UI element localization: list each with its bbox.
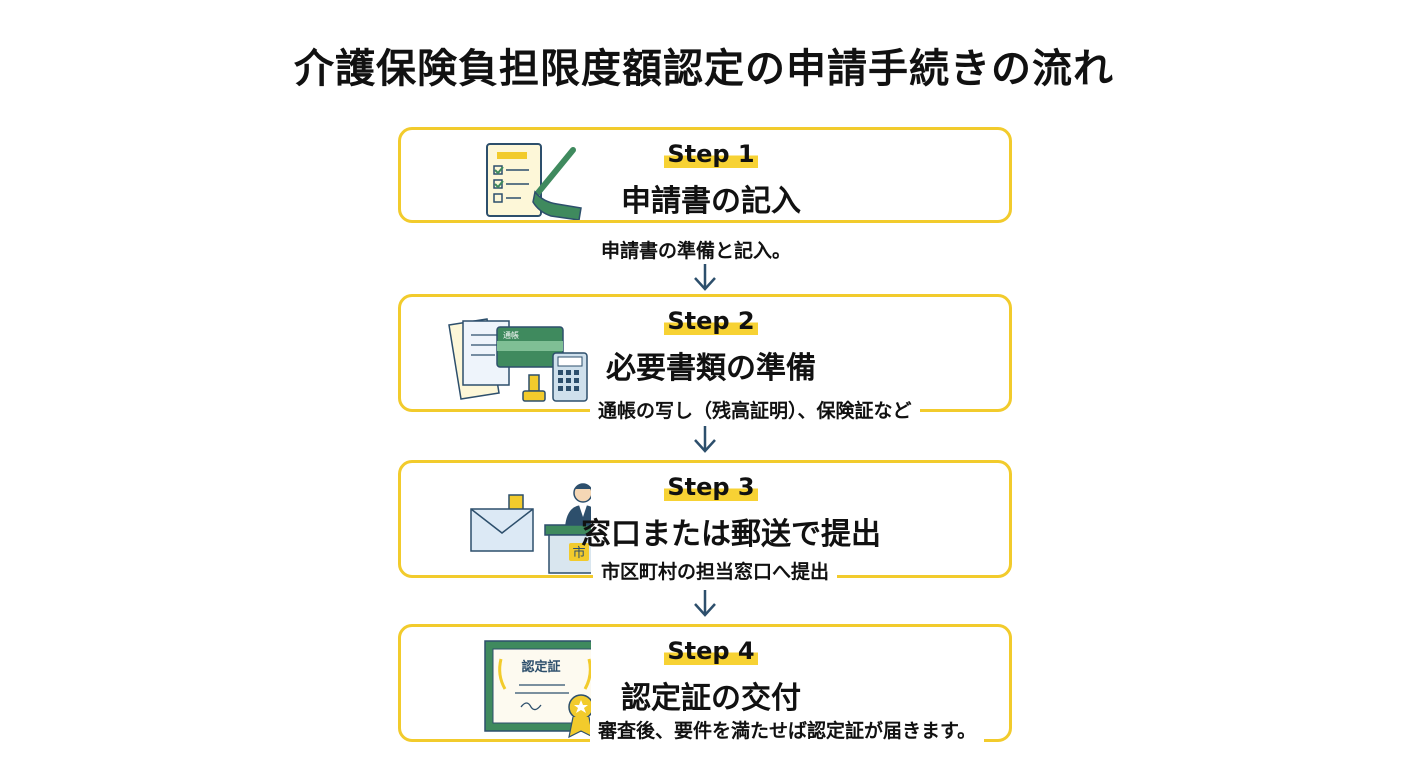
- passbook-label: 通帳: [503, 330, 519, 340]
- documents-passbook-icon: 通帳: [448, 318, 588, 402]
- counter-mark: 市: [572, 545, 585, 561]
- step-4-name: 認定証の交付: [621, 681, 801, 716]
- step-2-desc: 通帳の写し（残高証明）、保険証など: [590, 396, 920, 423]
- form-writing-icon: [486, 143, 582, 220]
- step-1-name: 申請書の記入: [621, 184, 801, 219]
- arrow-down-icon: [694, 590, 716, 617]
- step-1-desc: 申請書の準備と記入。: [593, 236, 800, 263]
- page-title: 介護保険負担限度額認定の申請手続きの流れ: [294, 46, 1114, 92]
- step-2-label: Step 2: [664, 307, 758, 335]
- certificate-label: 認定証: [521, 659, 560, 675]
- step-2-card: 通帳 Step 2 必要書類の準備: [398, 294, 1012, 412]
- step-4-desc: 審査後、要件を満たせば認定証が届きます。: [590, 716, 985, 743]
- arrow-down-icon: [694, 426, 716, 453]
- step-4-label: Step 4: [664, 637, 758, 665]
- step-3-name: 窓口または郵送で提出: [581, 517, 881, 552]
- step-3-desc: 市区町村の担当窓口へ提出: [593, 557, 838, 584]
- certificate-icon: 認定証: [484, 640, 591, 739]
- step-1-label: Step 1: [664, 140, 758, 168]
- arrow-down-icon: [694, 264, 716, 291]
- step-3-label: Step 3: [664, 473, 758, 501]
- mail-counter-icon: 市: [470, 483, 591, 574]
- step-1-card: Step 1 申請書の記入: [398, 127, 1012, 223]
- step-2-name: 必要書類の準備: [606, 351, 816, 386]
